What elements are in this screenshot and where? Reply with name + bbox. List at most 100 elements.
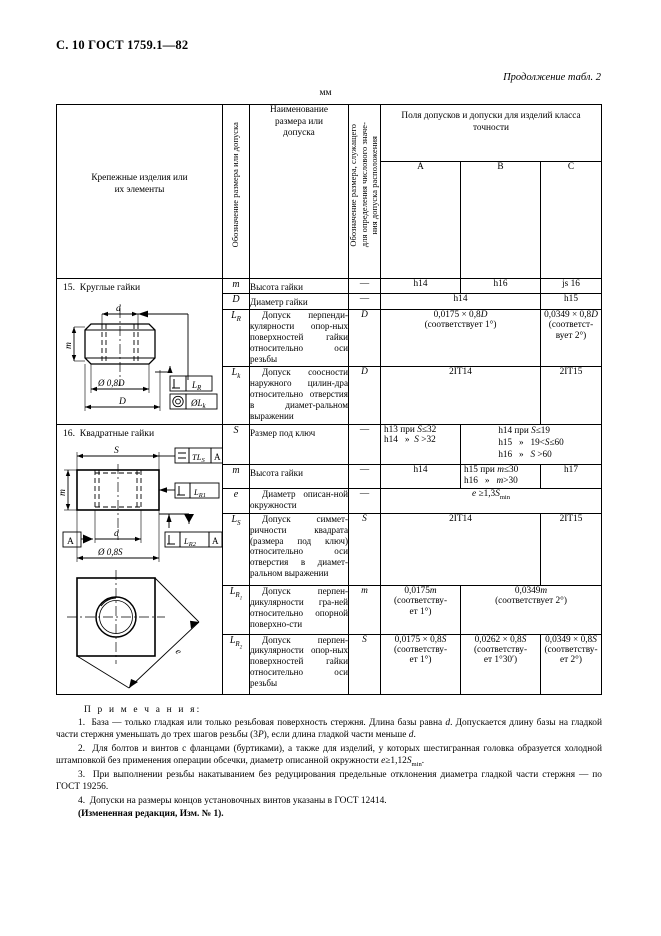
label-S: S	[114, 446, 119, 456]
square-nut-figure: S m d Ø 0,8S A TLS A LR1 LR2 A e	[58, 446, 224, 689]
table-row: LS Допуск симмет-ричности квадрата (разм…	[57, 512, 602, 587]
row-numeric: D	[348, 366, 381, 426]
row-value-a: 0,0175m(соответству-ет 1°)	[380, 585, 461, 635]
header-tolerance-fields-group: Поля допусков и допуски для изделий клас…	[380, 104, 602, 162]
round-nut-figure: d m Ø 0,8D D LR ØLk	[64, 304, 218, 411]
row-value-a: 0,0175 × 0,8S(соответству-ет 1°)	[380, 633, 461, 696]
row-numeric: S	[348, 633, 381, 696]
label-08D: Ø 0,8D	[97, 378, 125, 388]
row-numeric: —	[348, 277, 381, 295]
row-symbol: m	[222, 464, 250, 489]
row-value-c: h17	[540, 464, 602, 489]
table-header-class-row: A B C	[57, 161, 602, 279]
header-class-c: C	[540, 161, 602, 279]
notes-heading: П р и м е ч а н и я:	[84, 705, 202, 715]
section-15-figure-cell: 15. Круглые гайки	[56, 277, 223, 426]
row-numeric: m	[348, 585, 381, 635]
row-value-ab: 2IT14	[380, 366, 541, 426]
page-header: С. 10 ГОСТ 1759.1—82	[56, 38, 189, 52]
label-datum-A: A	[67, 537, 74, 547]
note-item-4: 4. Допуски на размеры концов установочны…	[78, 795, 387, 806]
row-symbol: m	[222, 277, 250, 295]
note-item-3: 3. При выполнении резьбы накатыванием бе…	[56, 770, 602, 793]
row-name: Диаметр описан-ной окружности	[249, 487, 349, 514]
header-designation-label: Обозначение размера или допуска	[231, 122, 241, 248]
label-e: e	[173, 647, 183, 657]
label-LR2: LR2	[183, 536, 197, 548]
row-name: Размер под ключ	[249, 424, 349, 466]
row-value-c: h15	[540, 293, 602, 310]
row-symbol: S	[222, 424, 250, 466]
note-revision: (Измененная редакция, Изм. № 1).	[78, 808, 224, 819]
row-value-c: 0,0349 × 0,8S(соответству-ет 2°)	[540, 633, 602, 696]
row-symbol: Lk	[222, 366, 250, 426]
note-item-1: 1. База — только гладкая или только резь…	[56, 718, 602, 741]
label-datum-A2: A	[214, 452, 221, 462]
header-class-b: B	[460, 161, 541, 279]
header-class-a: A	[380, 161, 461, 279]
row-value-c: js 16	[540, 277, 602, 295]
row-numeric: —	[348, 464, 381, 489]
header-numeric-column: Обозначение размера, служащего для опред…	[348, 104, 381, 279]
row-value-ab: 0,0175 × 0,8D(соответствует 1°)	[380, 308, 541, 368]
table-row: LR2 Допуск перпен-дикулярности опор-ных …	[57, 633, 602, 696]
row-numeric: —	[348, 424, 381, 466]
section-15-title: 15. Круглые гайки	[63, 282, 141, 293]
header-tolerance-fields-label: Поля допусков и допуски для изделий клас…	[401, 111, 581, 133]
label-Lk: ØLk	[190, 398, 207, 410]
row-name: Допуск соосности наружного цилин-дра отн…	[249, 366, 349, 426]
header-numeric-line1: Обозначение размера, служащего	[349, 123, 358, 247]
row-value-ab: h14	[380, 293, 541, 310]
row-value-b: h16	[460, 277, 541, 295]
row-value-ab: 2IT14	[380, 512, 541, 587]
table-row: e Диаметр описан-ной окружности — e ≥1,3…	[57, 487, 602, 514]
row-value-b: 0,0262 × 0,8S(соответству-ет 1°30′)	[460, 633, 541, 696]
label-TLs: TLS	[192, 452, 205, 464]
table-row: Lk Допуск соосности наружного цилин-дра …	[57, 366, 602, 426]
notes-block: П р и м е ч а н и я: 1. База — только гл…	[56, 705, 602, 821]
row-symbol: D	[222, 293, 250, 310]
row-value-a: h14	[380, 277, 461, 295]
row-symbol: LS	[222, 512, 250, 587]
label-d: d	[116, 304, 121, 314]
row-value-bc: 0,0349m(соответствует 2°)	[460, 585, 602, 635]
row-value-a: h14	[380, 464, 461, 489]
row-numeric: —	[348, 293, 381, 310]
row-name: Высота гайки	[249, 277, 349, 295]
row-name: Диаметр гайки	[249, 293, 349, 310]
header-designation-column: Обозначение размера или допуска	[222, 104, 250, 279]
label-datum-A3: A	[212, 536, 219, 546]
row-symbol: LR2	[222, 633, 250, 696]
label-m: m	[58, 489, 68, 496]
row-numeric: S	[348, 512, 381, 587]
row-symbol: LR	[222, 308, 250, 368]
row-numeric: D	[348, 308, 381, 368]
label-D: D	[118, 397, 126, 407]
table-continuation-label: Продолжение табл. 2	[503, 72, 601, 83]
header-numeric-line2: для определения числового значе-	[359, 122, 369, 248]
section-16-title: 16. Квадратные гайки	[63, 428, 155, 440]
section-16-figure-cell: 16. Квадратные гайки	[56, 424, 224, 696]
row-symbol: e	[222, 487, 250, 514]
row-name: Допуск перпен-дикулярности опор-ных пове…	[249, 633, 349, 696]
row-value-abc: e ≥1,3Smin	[380, 487, 602, 514]
table-row: 16. Квадратные гайки	[56, 424, 602, 696]
row-name: Высота гайки	[249, 464, 349, 489]
row-numeric: —	[348, 487, 381, 514]
table-row: LR Допуск перпенди-кулярности опор-ных п…	[57, 308, 602, 368]
row-name: Допуск симмет-ричности квадрата (размера…	[249, 512, 349, 587]
table-row: D Диаметр гайки — h14 h15	[57, 293, 602, 310]
row-name: Допуск перпен-дикулярности гра-ней относ…	[249, 585, 349, 635]
label-LR1: LR1	[193, 487, 206, 499]
label-d: d	[114, 529, 119, 539]
